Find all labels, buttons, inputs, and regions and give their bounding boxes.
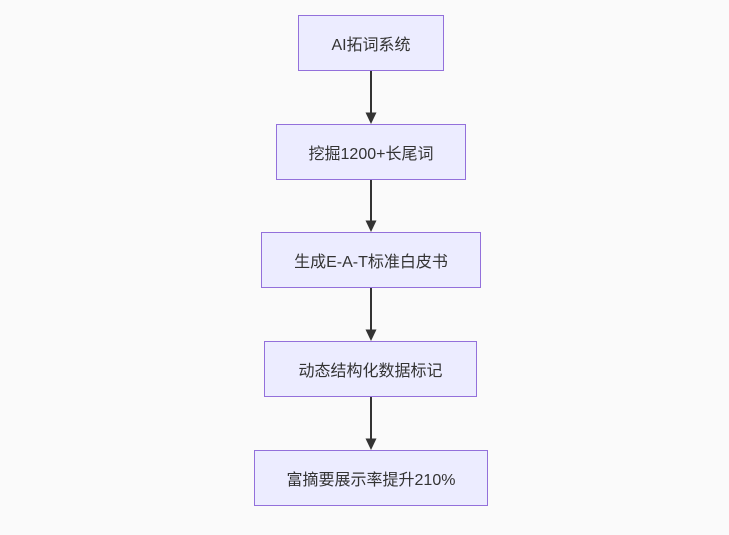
flow-node-rich-snippet-result: 富摘要展示率提升210% (254, 450, 488, 506)
edge-arrow-1 (365, 71, 377, 124)
flow-node-structured-data-markup: 动态结构化数据标记 (264, 341, 477, 397)
flow-node-ai-keyword-system: AI拓词系统 (298, 15, 444, 71)
flow-node-eat-whitepaper: 生成E-A-T标准白皮书 (261, 232, 481, 288)
edge-arrow-2 (365, 180, 377, 232)
edge-arrow-3 (365, 288, 377, 341)
flow-node-longtail-mining: 挖掘1200+长尾词 (276, 124, 466, 180)
edge-arrow-4 (365, 397, 377, 450)
